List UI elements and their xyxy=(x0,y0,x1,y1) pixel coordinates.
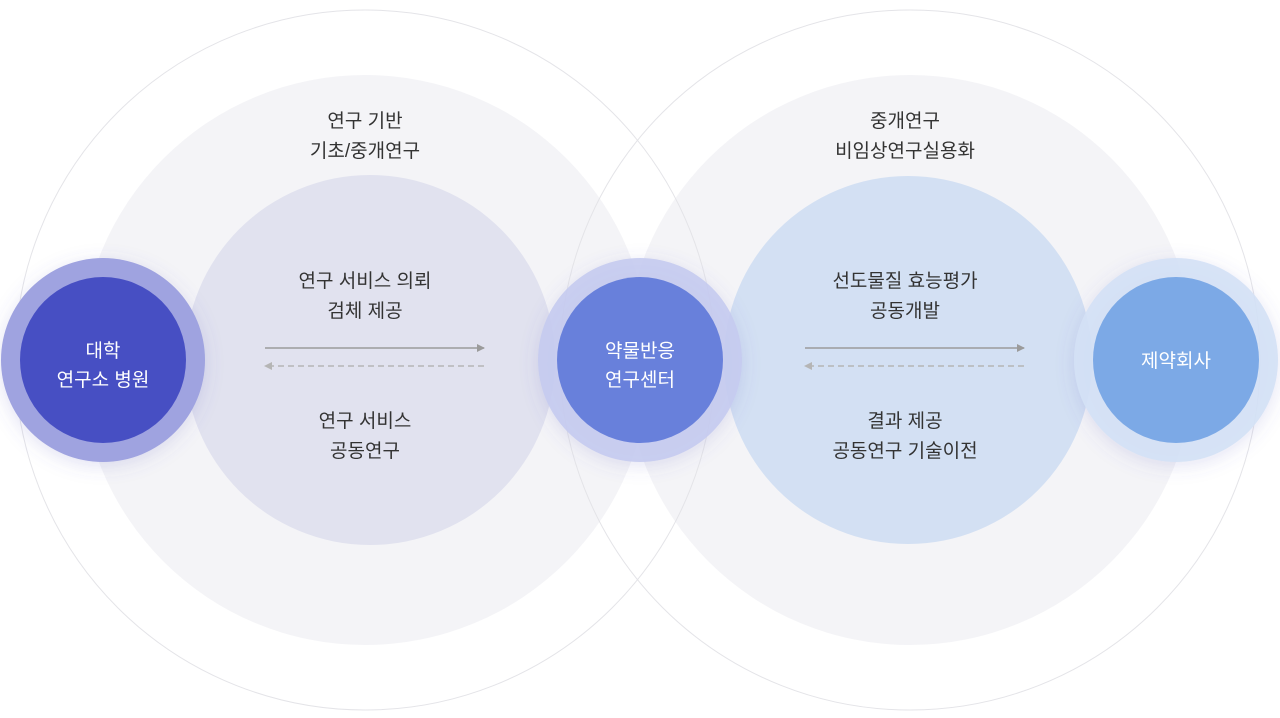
left-heading-line-1: 연구 기반 xyxy=(327,110,402,132)
left-request-line-2: 검체 제공 xyxy=(327,300,402,322)
left-request-label: 연구 서비스 의뢰 검체 제공 xyxy=(299,270,432,322)
left-request-line-1: 연구 서비스 의뢰 xyxy=(299,270,432,292)
university-node-core xyxy=(20,277,186,443)
right-inner-circle xyxy=(724,176,1092,544)
right-response-line-1: 결과 제공 xyxy=(867,410,942,432)
university-label-line-1: 대학 xyxy=(86,340,121,362)
left-zone-heading: 연구 기반 기초/중개연구 xyxy=(310,110,420,162)
right-heading-line-1: 중개연구 xyxy=(870,110,940,132)
center-label-line-1: 약물반응 xyxy=(605,340,675,362)
university-label-line-2: 연구소 병원 xyxy=(57,369,150,391)
left-arrows xyxy=(264,344,485,370)
left-response-label: 연구 서비스 공동연구 xyxy=(319,410,412,462)
right-arrows xyxy=(804,344,1025,370)
right-response-label: 결과 제공 공동연구 기술이전 xyxy=(832,410,977,462)
right-zone-heading: 중개연구 비임상연구실용화 xyxy=(835,110,975,162)
left-inner-circle xyxy=(185,175,555,545)
pharma-node: 제약회사 xyxy=(1074,258,1278,462)
pharma-node-core xyxy=(1093,277,1259,443)
center-node-core xyxy=(557,277,723,443)
left-heading-line-2: 기초/중개연구 xyxy=(310,140,420,162)
left-response-line-2: 공동연구 xyxy=(330,440,400,462)
right-request-label: 선도물질 효능평가 공동개발 xyxy=(832,270,977,322)
left-response-line-1: 연구 서비스 xyxy=(319,410,412,432)
center-node: 약물반응 연구센터 xyxy=(538,258,742,462)
pharma-label-line-1: 제약회사 xyxy=(1141,350,1211,372)
right-request-line-2: 공동개발 xyxy=(870,300,940,322)
right-response-line-2: 공동연구 기술이전 xyxy=(832,440,977,462)
right-request-line-1: 선도물질 효능평가 xyxy=(832,270,977,292)
right-heading-line-2: 비임상연구실용화 xyxy=(835,140,975,162)
university-node: 대학 연구소 병원 xyxy=(1,258,205,462)
center-label-line-2: 연구센터 xyxy=(605,369,675,391)
